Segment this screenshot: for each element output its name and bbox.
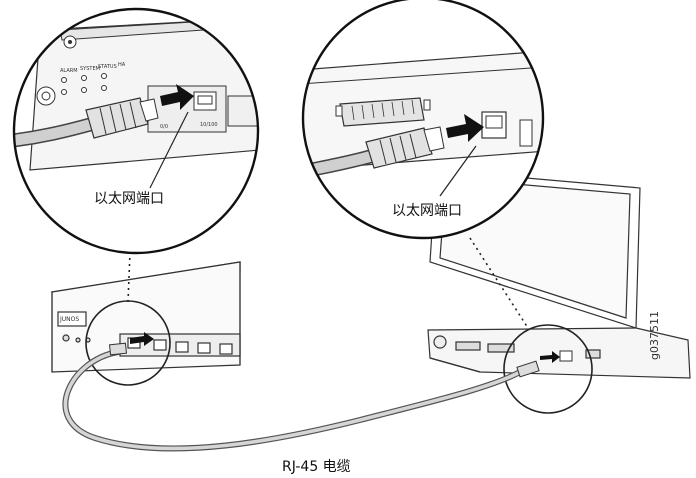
svg-text:JUNOS: JUNOS [59, 316, 79, 323]
right-detail-circle [301, 0, 545, 240]
left-port-label: 以太网端口 [94, 191, 164, 207]
svg-text:HA: HA [118, 62, 126, 68]
laptop-zoom-circle [503, 324, 593, 414]
laptop-port-small [559, 350, 573, 362]
svg-text:0/0: 0/0 [160, 124, 168, 130]
right-port-label: 以太网端口 [392, 203, 462, 219]
cable-label: RJ-45 电缆 [282, 459, 351, 475]
svg-text:SYSTEM: SYSTEM [80, 66, 100, 72]
svg-text:ALARM: ALARM [60, 68, 78, 74]
leader-dots-left [127, 251, 131, 303]
router-port-arrow [130, 332, 154, 346]
svg-text:10/100: 10/100 [200, 122, 218, 128]
rj45-cable [62, 342, 540, 452]
svg-text:STATUS: STATUS [98, 64, 117, 70]
laptop-port-arrow [540, 351, 560, 363]
left-detail-view: ALARM SYSTEM STATUS HA 0/0 10/100 [14, 9, 258, 253]
router-device: JUNOS [50, 261, 241, 373]
figure-id-label: g037511 [648, 311, 661, 360]
left-detail-circle [12, 7, 260, 255]
